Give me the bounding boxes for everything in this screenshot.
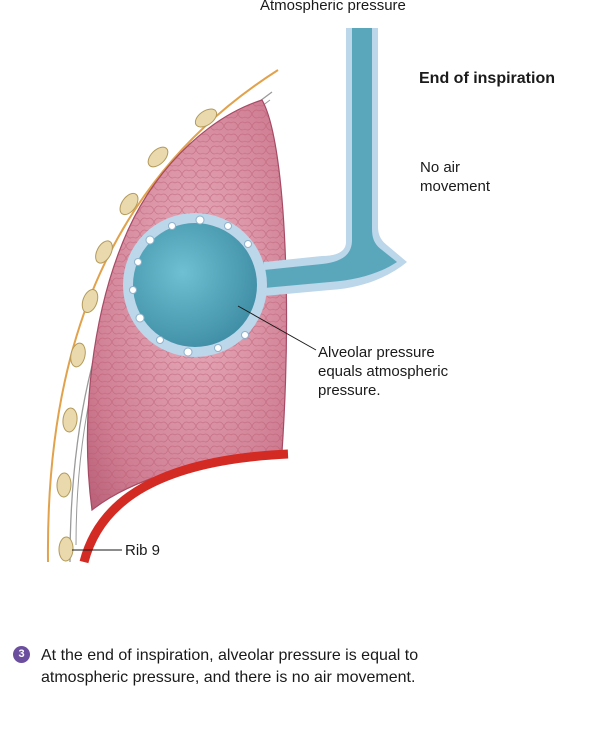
rib-2 <box>147 146 169 168</box>
diaphragm <box>79 449 289 564</box>
rib-label: Rib 9 <box>125 542 161 559</box>
rib-1 <box>194 108 218 128</box>
alveolar-pressure-label-line3: pressure. <box>318 382 381 399</box>
rib-3 <box>119 192 139 216</box>
alveolar-pressure-label-line1: Alveolar pressure <box>318 344 435 361</box>
alveolar-leader-line <box>237 305 317 351</box>
step-number-badge: 3 <box>13 646 30 663</box>
rib-6 <box>70 342 86 368</box>
airway <box>264 28 407 296</box>
phase-label: End of inspiration <box>419 70 555 87</box>
alveolar-pressure-label-line2: equals atmospheric <box>318 363 449 380</box>
rib-4 <box>95 240 113 264</box>
caption-text: At the end of inspiration, alveolar pres… <box>41 647 419 686</box>
air-movement-label-line2: movement <box>420 178 491 195</box>
ribs <box>56 108 218 562</box>
alveolus <box>123 213 267 357</box>
rib-5 <box>81 288 99 314</box>
air-movement-label-line1: No air <box>420 159 461 176</box>
atmospheric-pressure-label: Atmospheric pressure <box>260 0 406 14</box>
rib-7 <box>62 407 78 433</box>
rib-8 <box>56 472 72 498</box>
caption: 3 At the end of inspiration, alveolar pr… <box>13 645 573 689</box>
rib-9 <box>58 536 74 562</box>
